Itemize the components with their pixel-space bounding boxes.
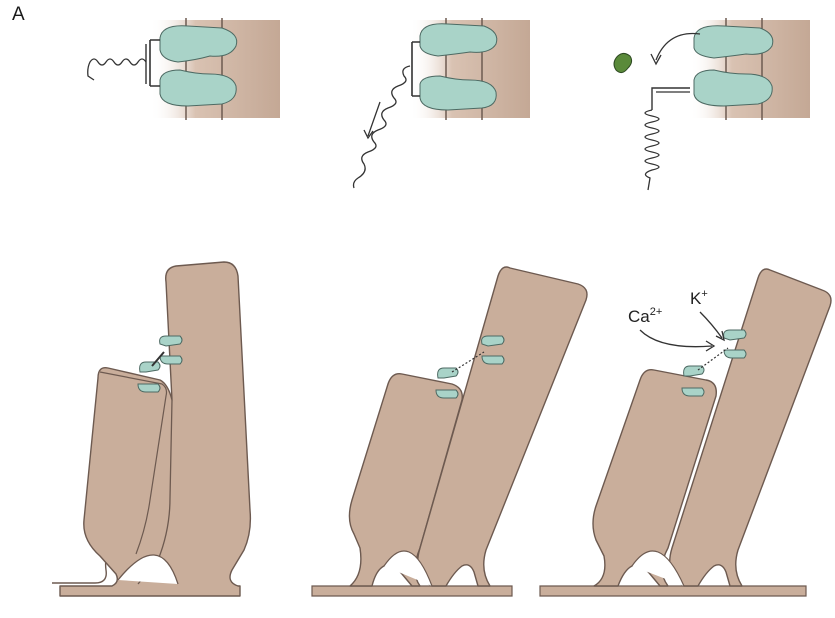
channel-icon (681, 365, 705, 397)
tip-link-icon (151, 351, 165, 367)
channel-subunit-upper (159, 25, 238, 63)
stereocilia-upright (59, 261, 252, 597)
channel-icon (723, 329, 747, 359)
tall-stereocilium (417, 266, 588, 587)
short-stereocilium (59, 261, 252, 597)
potassium-label: K+ (690, 288, 708, 308)
short-stereocilium (592, 369, 717, 587)
channel-icon (159, 335, 183, 365)
arrow-icon (655, 32, 701, 61)
channel-subunit-lower (693, 69, 773, 107)
channel-subunit-lower (159, 69, 237, 107)
tip-link-spring-icon (352, 65, 411, 189)
calcium-label: Ca2+ (628, 306, 662, 326)
channel-icon (435, 367, 459, 399)
tip-link-spring-icon (644, 109, 660, 191)
tall-stereocilium (669, 268, 832, 587)
channel-icon (137, 361, 161, 393)
channel-subunit-lower (419, 75, 497, 111)
channel-subunit-upper (693, 25, 774, 59)
stereocilia-ions: Ca2+ K+ (539, 268, 832, 597)
closeup-closed (87, 18, 280, 120)
stereocilia-tilted (311, 266, 588, 597)
channel-subunit-upper (419, 23, 498, 57)
tip-link-icon (697, 347, 729, 371)
panel-label: A (12, 4, 25, 25)
gate-bracket (411, 41, 420, 97)
pull-arrow-icon (367, 101, 381, 137)
channel-blocker-blob-icon (613, 52, 633, 74)
calcium-arrow-icon (639, 329, 713, 348)
potassium-arrow-icon (699, 311, 723, 339)
closeup-open (352, 18, 530, 189)
tip-link-spring-icon (87, 58, 147, 81)
closeup-blocked (613, 18, 810, 191)
gate-bracket (149, 39, 160, 87)
channel-icon (481, 335, 505, 365)
